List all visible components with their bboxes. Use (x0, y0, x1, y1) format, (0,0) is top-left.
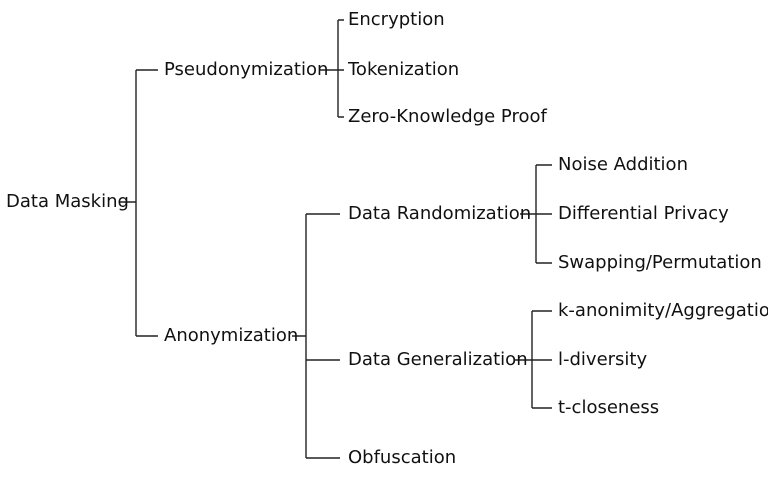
connector-anonymization (292, 213, 340, 459)
node-data-randomization: Data Randomization (348, 203, 531, 224)
node-noise-addition: Noise Addition (558, 154, 688, 175)
node-differential-privacy: Differential Privacy (558, 203, 729, 224)
node-encryption: Encryption (348, 9, 445, 30)
node-l-diversity: l-diversity (558, 349, 647, 370)
node-data-generalization: Data Generalization (348, 349, 528, 370)
node-pseudonymization: Pseudonymization (164, 59, 328, 80)
node-zero-knowledge-proof: Zero-Knowledge Proof (348, 106, 547, 127)
node-anonymization: Anonymization (164, 325, 298, 346)
node-swapping-permutation: Swapping/Permutation (558, 252, 762, 273)
nodes: Data Masking Pseudonymization Encryption… (6, 9, 768, 468)
node-obfuscation: Obfuscation (348, 447, 456, 468)
connector-pseudonymization (320, 19, 344, 118)
node-k-anonimity-aggregation: k-anonimity/Aggregation (558, 300, 768, 321)
connector-root (120, 69, 158, 337)
node-tokenization: Tokenization (347, 59, 459, 80)
node-t-closeness: t-closeness (558, 397, 659, 418)
node-data-masking: Data Masking (6, 191, 129, 212)
connector-data-randomization (520, 164, 552, 264)
connectors (120, 19, 552, 459)
connector-data-generalization (514, 310, 552, 409)
